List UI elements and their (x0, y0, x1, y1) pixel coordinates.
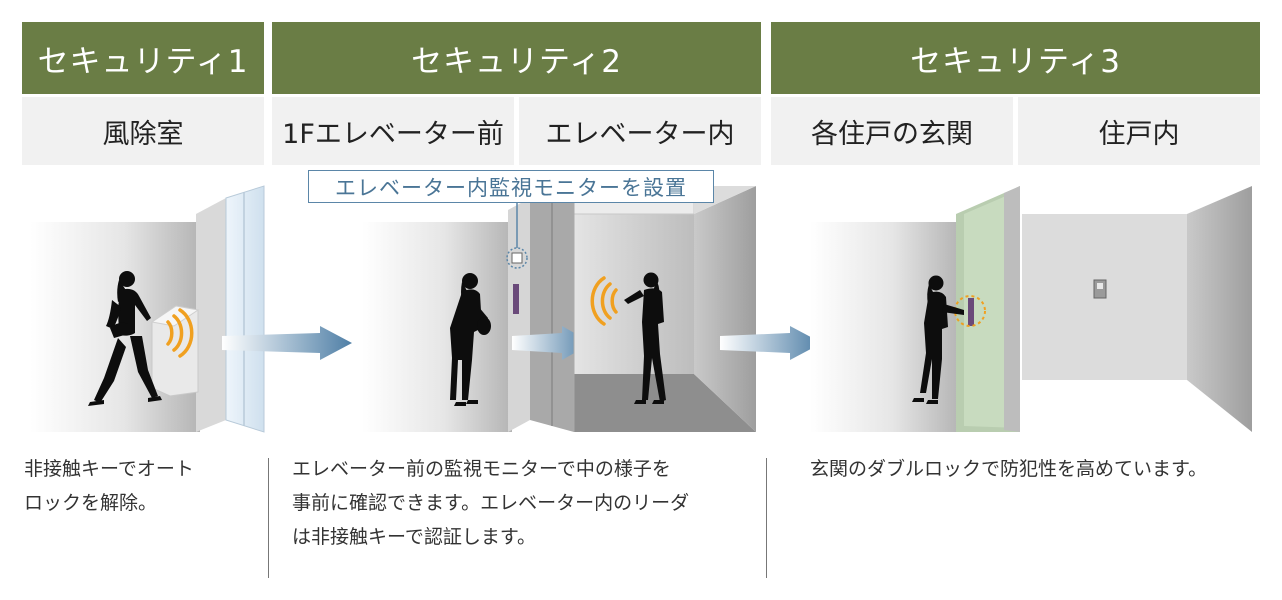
subheader-elevator-inside: エレベーター内 (519, 97, 761, 165)
scene-windbreak (30, 185, 265, 433)
description-line: 事前に確認できます。エレベーター内のリーダ (292, 492, 690, 514)
monitor-callout: エレベーター内監視モニターを設置 (308, 170, 714, 203)
divider (268, 458, 269, 578)
contactless-signal-icon (590, 276, 618, 326)
intercom-panel-icon (513, 284, 519, 314)
contactless-signal-icon (166, 308, 194, 358)
woman-silhouette (450, 273, 491, 406)
woman-silhouette (624, 272, 666, 404)
subheader-elevator-front: 1Fエレベーター前 (272, 97, 514, 165)
flow-arrow (512, 326, 592, 360)
flow-arrow (222, 326, 352, 360)
description-line: 玄関のダブルロックで防犯性を高めています。 (810, 458, 1208, 480)
monitor-camera-icon (506, 247, 528, 269)
description-security3: 玄関のダブルロックで防犯性を高めています。 (810, 452, 1260, 486)
flow-arrow (720, 326, 822, 360)
scene-unit-inside (1022, 186, 1252, 432)
divider (766, 458, 767, 578)
subheader-unit-inside: 住戸内 (1018, 97, 1260, 165)
subheader-windbreak: 風除室 (22, 97, 264, 165)
security1-header: セキュリティ1 (22, 22, 264, 94)
woman-silhouette (88, 271, 162, 406)
description-line: は非接触キーで認証します。 (292, 526, 536, 548)
description-line: エレベーター前の監視モニターで中の様子を (292, 458, 671, 480)
description-line: ロックを解除。 (24, 492, 158, 514)
woman-silhouette (912, 275, 964, 404)
description-security1: 非接触キーでオート ロックを解除。 (24, 452, 260, 520)
security3-header: セキュリティ3 (771, 22, 1260, 94)
description-line: 非接触キーでオート (24, 458, 194, 480)
security2-header: セキュリティ2 (272, 22, 761, 94)
description-security2: エレベーター前の監視モニターで中の様子を 事前に確認できます。エレベーター内のリ… (292, 452, 752, 554)
subheader-unit-entrance: 各住戸の玄関 (771, 97, 1013, 165)
scene-unit-entrance (810, 186, 1020, 432)
